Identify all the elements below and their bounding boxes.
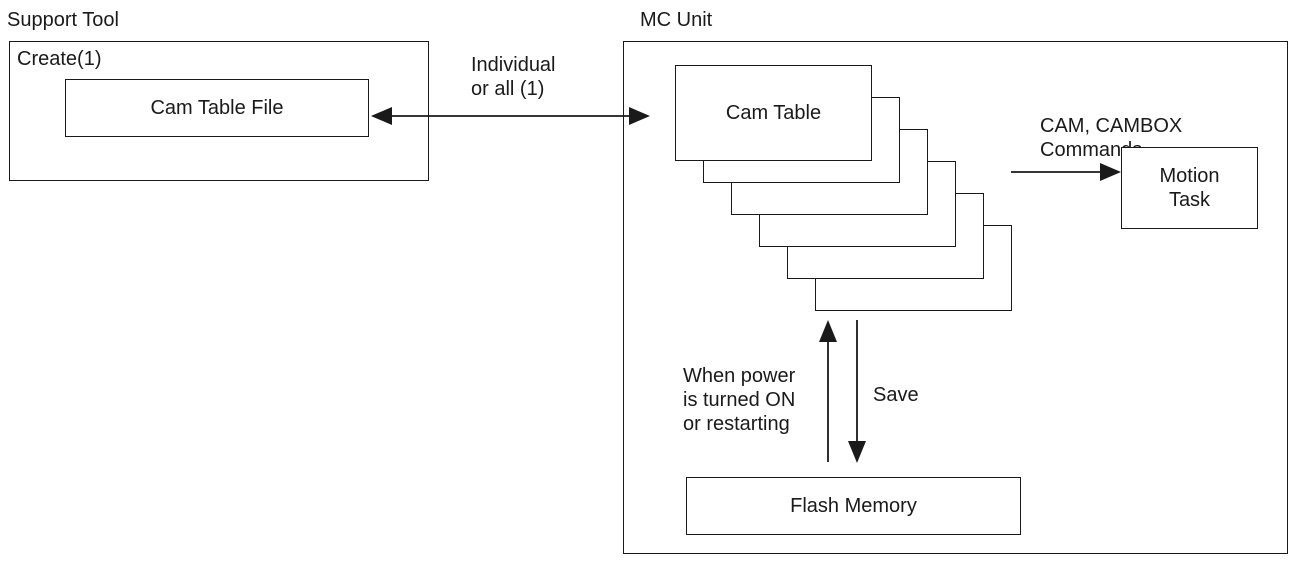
cam-table-file-label: Cam Table File xyxy=(150,97,284,119)
power-on-label: When power is turned ON or restarting xyxy=(683,365,796,435)
support-tool-title: Support Tool xyxy=(7,9,119,31)
transfer-label: Individual or all (1) xyxy=(471,54,556,100)
motion-task-box: Motion Task xyxy=(1121,147,1258,229)
cam-table-label: Cam Table xyxy=(725,102,822,124)
cam-table-file-box: Cam Table File xyxy=(65,79,369,137)
flash-memory-box: Flash Memory xyxy=(686,477,1021,535)
save-label: Save xyxy=(873,384,919,406)
create-label: Create(1) xyxy=(17,48,102,70)
commands-label: CAM, CAMBOX Commands xyxy=(1040,115,1183,161)
cam-table-box: Cam Table xyxy=(675,65,872,161)
mc-unit-title: MC Unit xyxy=(640,9,713,31)
flash-memory-label: Flash Memory xyxy=(790,495,917,517)
motion-task-label: Motion Task xyxy=(1159,165,1220,211)
